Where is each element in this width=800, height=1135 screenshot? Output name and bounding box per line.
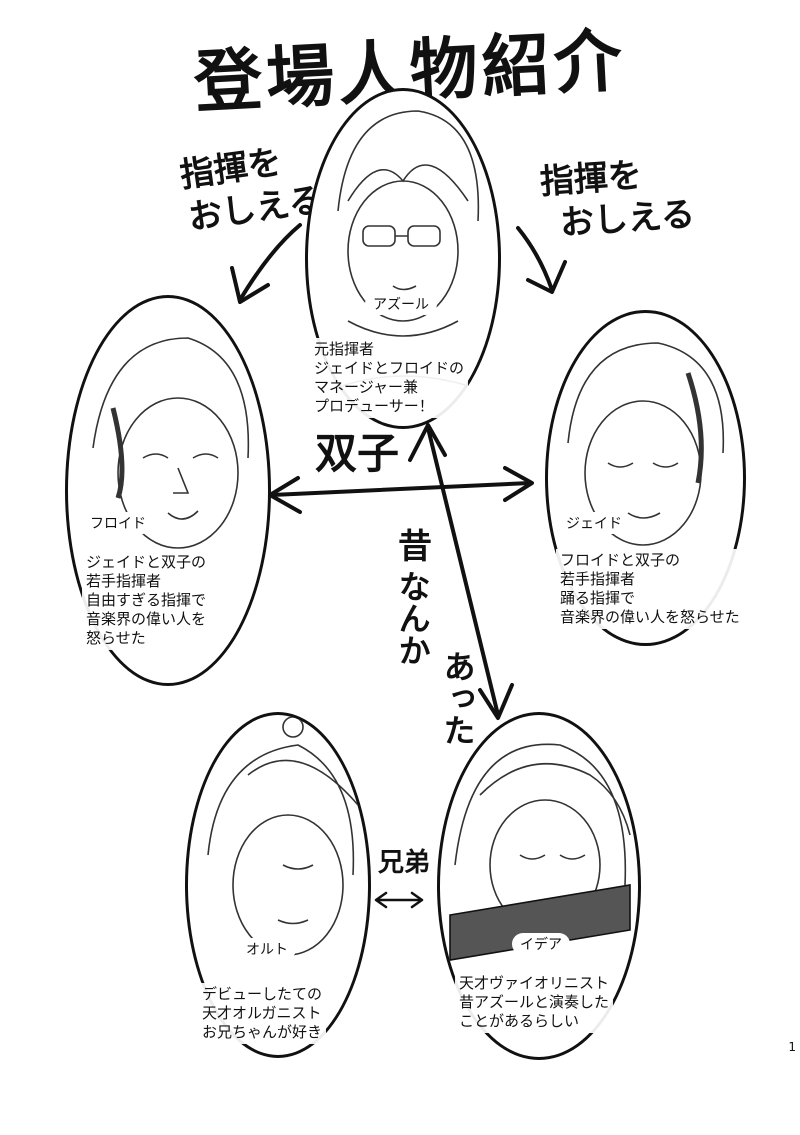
twins-label: 双子 xyxy=(315,429,400,478)
page-number: 1 xyxy=(788,1040,796,1054)
ortho-name: オルト xyxy=(238,938,296,960)
past-label-line1: 昔 xyxy=(398,527,432,567)
teach-label-right-line2: おしえる xyxy=(558,194,697,244)
twins-arrow xyxy=(270,481,532,497)
jade-illustration xyxy=(567,342,725,546)
past-label-line2: なんか xyxy=(393,570,432,666)
teach-left-arrow xyxy=(238,223,302,302)
teach-label-right-line1: 指揮を xyxy=(538,155,644,203)
ortho-description: デビューしたての 天才オルガニスト お兄ちゃんが好き xyxy=(198,983,327,1044)
jade-description: フロイドと双子の 若手指揮者 踊る指揮で 音楽界の偉い人を怒らせた xyxy=(556,549,744,629)
jade-name: ジェイド xyxy=(558,512,630,534)
brothers-label: 兄弟 xyxy=(378,848,431,878)
past-arrow xyxy=(426,426,500,717)
idia-name: イデア xyxy=(512,933,570,955)
floyd-illustration xyxy=(92,337,250,549)
ortho-illustration xyxy=(207,716,359,956)
floyd-description: ジェイドと双子の 若手指揮者 自由すぎる指揮で 音楽界の偉い人を 怒らせた xyxy=(82,551,211,650)
azul-name: アズール xyxy=(365,293,437,315)
teach-right-arrow xyxy=(516,226,554,292)
idia-description: 天才ヴァイオリニスト 昔アズールと演奏した ことがあるらしい xyxy=(455,972,614,1033)
idia-illustration xyxy=(449,743,631,961)
azul-description: 元指揮者 ジェイドとフロイドの マネージャー兼 プロデューサー！ xyxy=(310,338,469,418)
floyd-name: フロイド xyxy=(82,512,154,534)
past-label-line3: あった xyxy=(438,650,477,746)
